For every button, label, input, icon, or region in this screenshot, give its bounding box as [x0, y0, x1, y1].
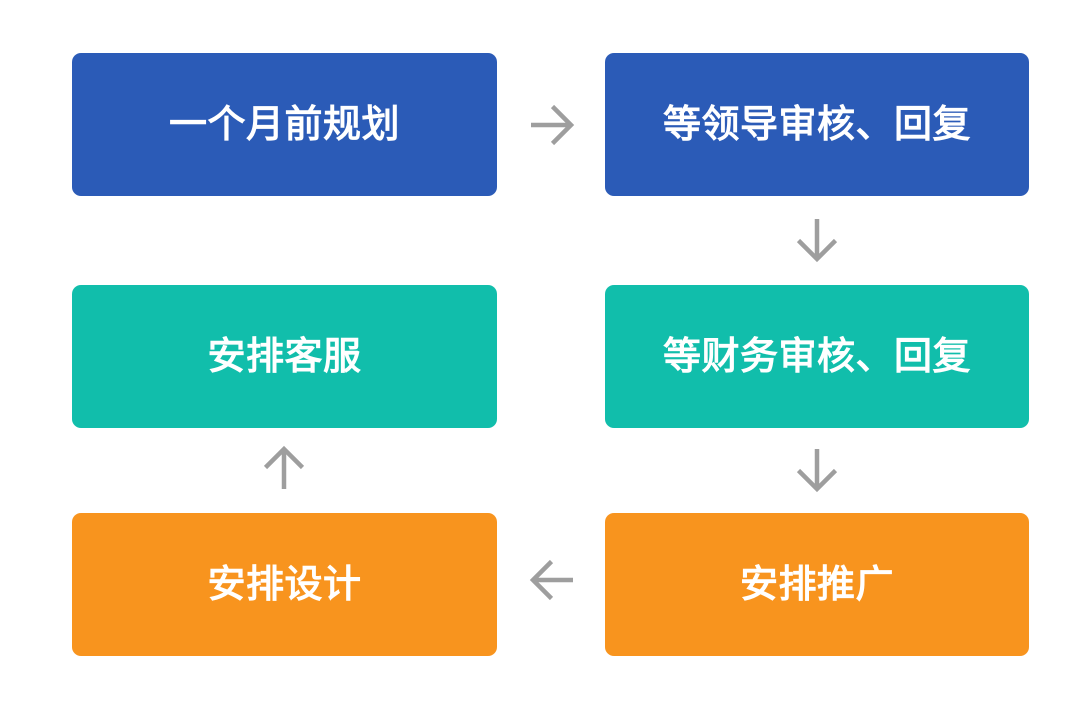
flow-node-leader-review-label: 等领导审核、回复 — [662, 103, 971, 146]
arrow-up-icon — [256, 440, 312, 496]
arrow-left-icon — [524, 552, 580, 608]
flow-node-customer-service: 安排客服 — [72, 285, 497, 428]
arrow-right-icon — [524, 97, 580, 153]
flow-node-plan: 一个月前规划 — [72, 53, 497, 196]
flow-node-promotion: 安排推广 — [605, 513, 1029, 656]
flow-node-finance-review-label: 等财务审核、回复 — [662, 335, 971, 378]
flow-node-design-label: 安排设计 — [207, 563, 362, 606]
flow-node-leader-review: 等领导审核、回复 — [605, 53, 1029, 196]
flow-node-promotion-label: 安排推广 — [739, 563, 894, 606]
flow-node-finance-review: 等财务审核、回复 — [605, 285, 1029, 428]
flow-node-customer-service-label: 安排客服 — [207, 335, 362, 378]
arrow-down-icon — [789, 212, 845, 268]
arrow-down-icon — [789, 442, 845, 498]
flow-node-design: 安排设计 — [72, 513, 497, 656]
flow-node-plan-label: 一个月前规划 — [168, 103, 400, 146]
